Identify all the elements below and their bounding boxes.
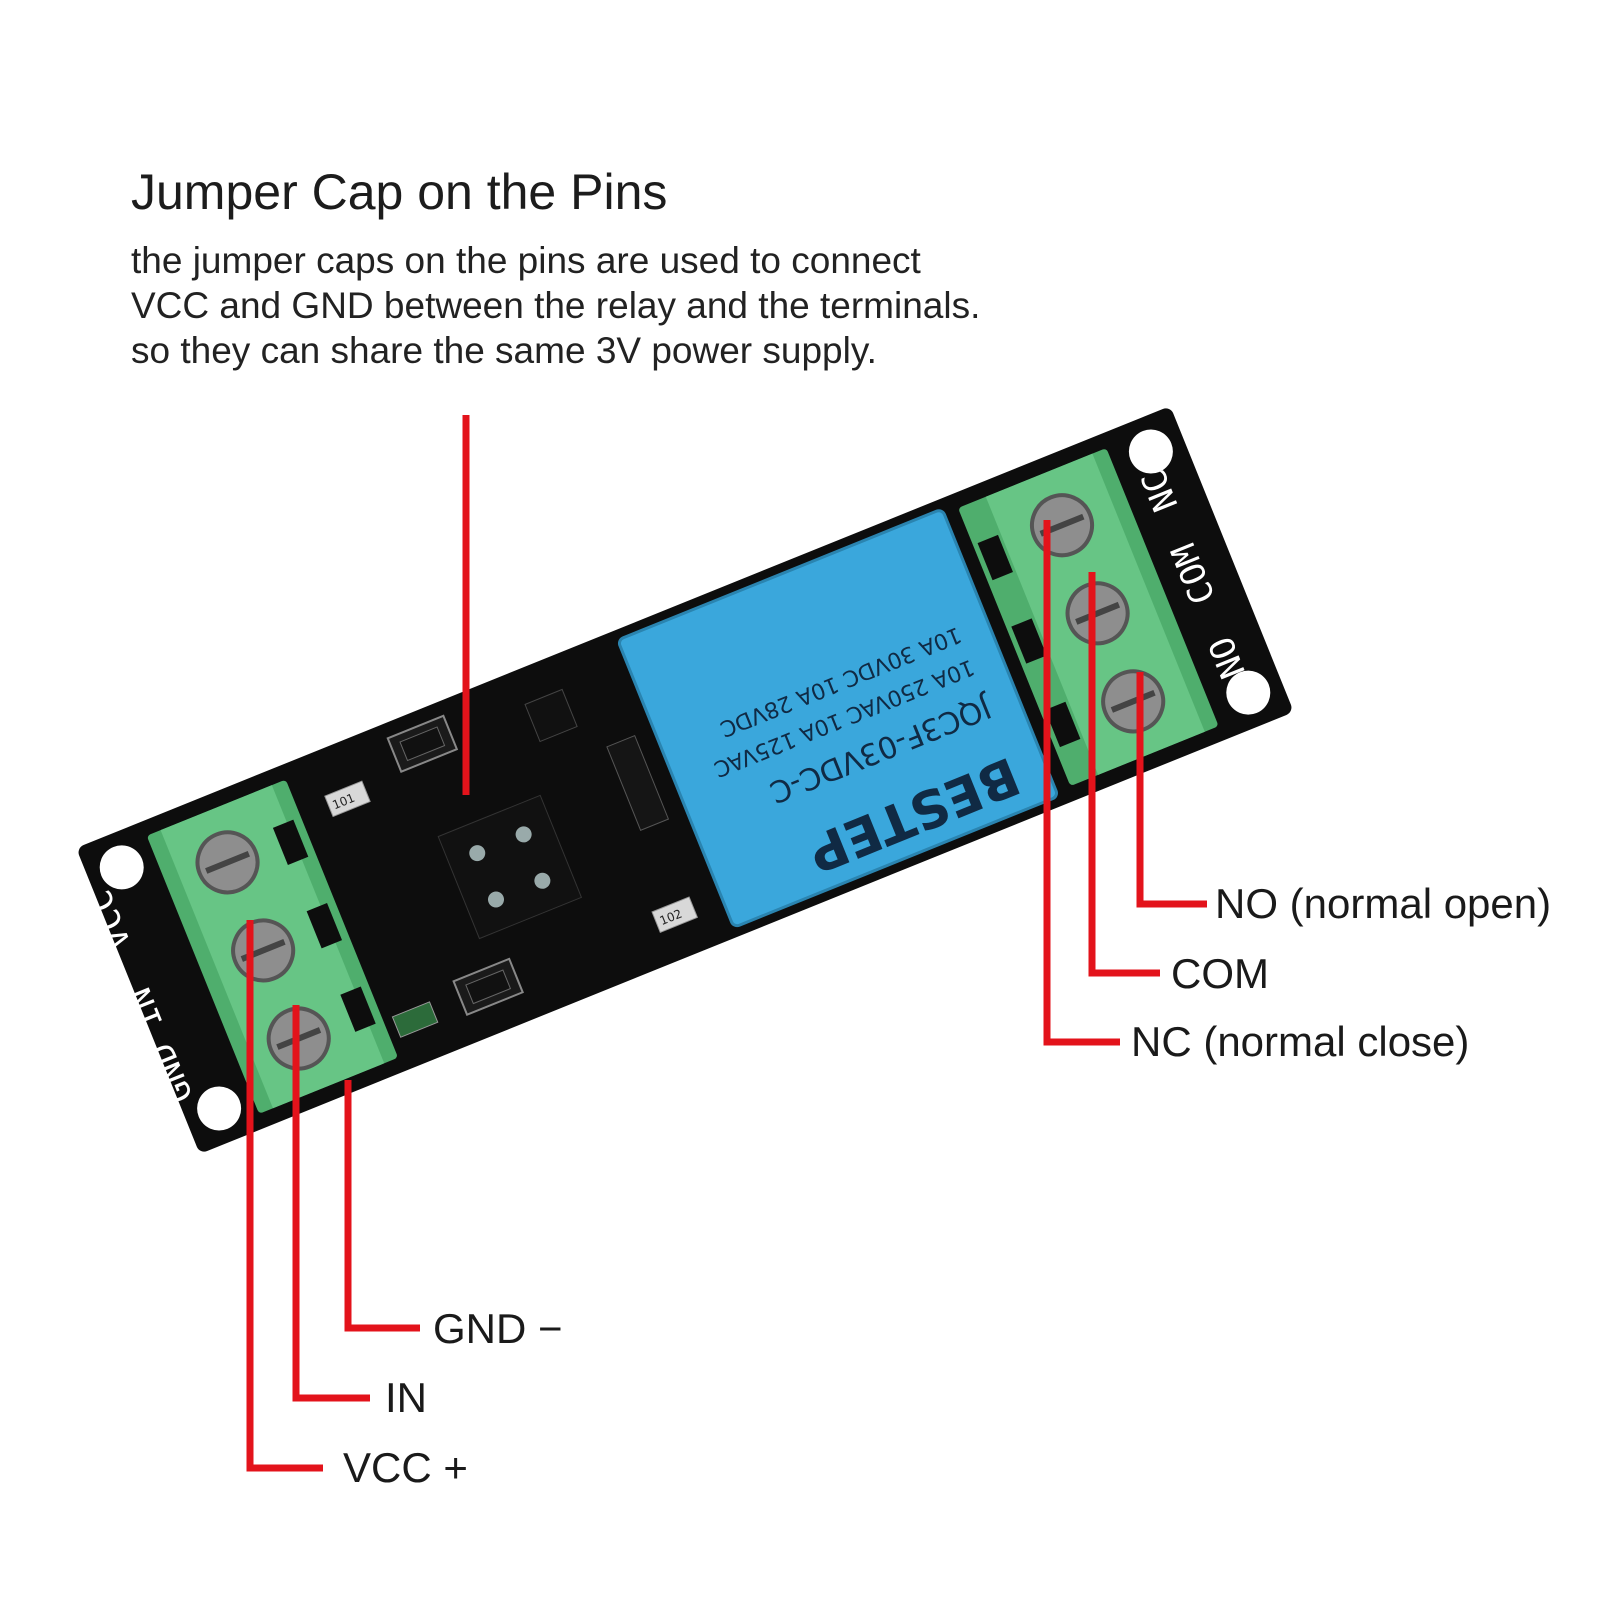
relay: BESTEP JQC3F-03VDC-C 10A 250VAC 10A 125V…: [617, 509, 1058, 928]
left-terminal-block: [147, 780, 397, 1113]
label-vcc: VCC +: [343, 1444, 468, 1491]
optocoupler: [437, 794, 583, 940]
leader-vcc: [246, 920, 323, 1472]
label-gnd: GND −: [433, 1305, 563, 1352]
leader-gnd: [344, 1080, 420, 1332]
leader-nc: [1043, 520, 1120, 1046]
transistor: [524, 688, 578, 743]
screw-icon: [1101, 669, 1166, 734]
mount-hole-icon: [197, 1086, 242, 1131]
leader-no: [1136, 672, 1207, 908]
relay-board: VCC IN GND NC COM NO 101: [78, 408, 1292, 1152]
led-icon: [391, 1001, 439, 1038]
label-in: IN: [385, 1374, 427, 1421]
heading-title: Jumper Cap on the Pins: [131, 164, 668, 220]
heading-line-2: VCC and GND between the relay and the te…: [131, 285, 981, 326]
leader-lines: [246, 415, 1207, 1472]
heading-line-1: the jumper caps on the pins are used to …: [131, 240, 921, 281]
leader-in: [292, 1005, 370, 1402]
label-com: COM: [1171, 950, 1269, 997]
screw-icon: [1065, 581, 1130, 646]
mount-hole-icon: [1226, 670, 1271, 715]
mount-hole-icon: [1128, 429, 1173, 474]
screw-icon: [195, 830, 260, 895]
heading-line-3: so they can share the same 3V power supp…: [131, 330, 877, 371]
label-no: NO (normal open): [1215, 880, 1552, 927]
mount-hole-icon: [99, 845, 144, 890]
components: 101 102: [324, 688, 699, 1038]
leader-com: [1088, 572, 1160, 977]
label-nc: NC (normal close): [1131, 1018, 1470, 1065]
diode: [606, 734, 670, 831]
